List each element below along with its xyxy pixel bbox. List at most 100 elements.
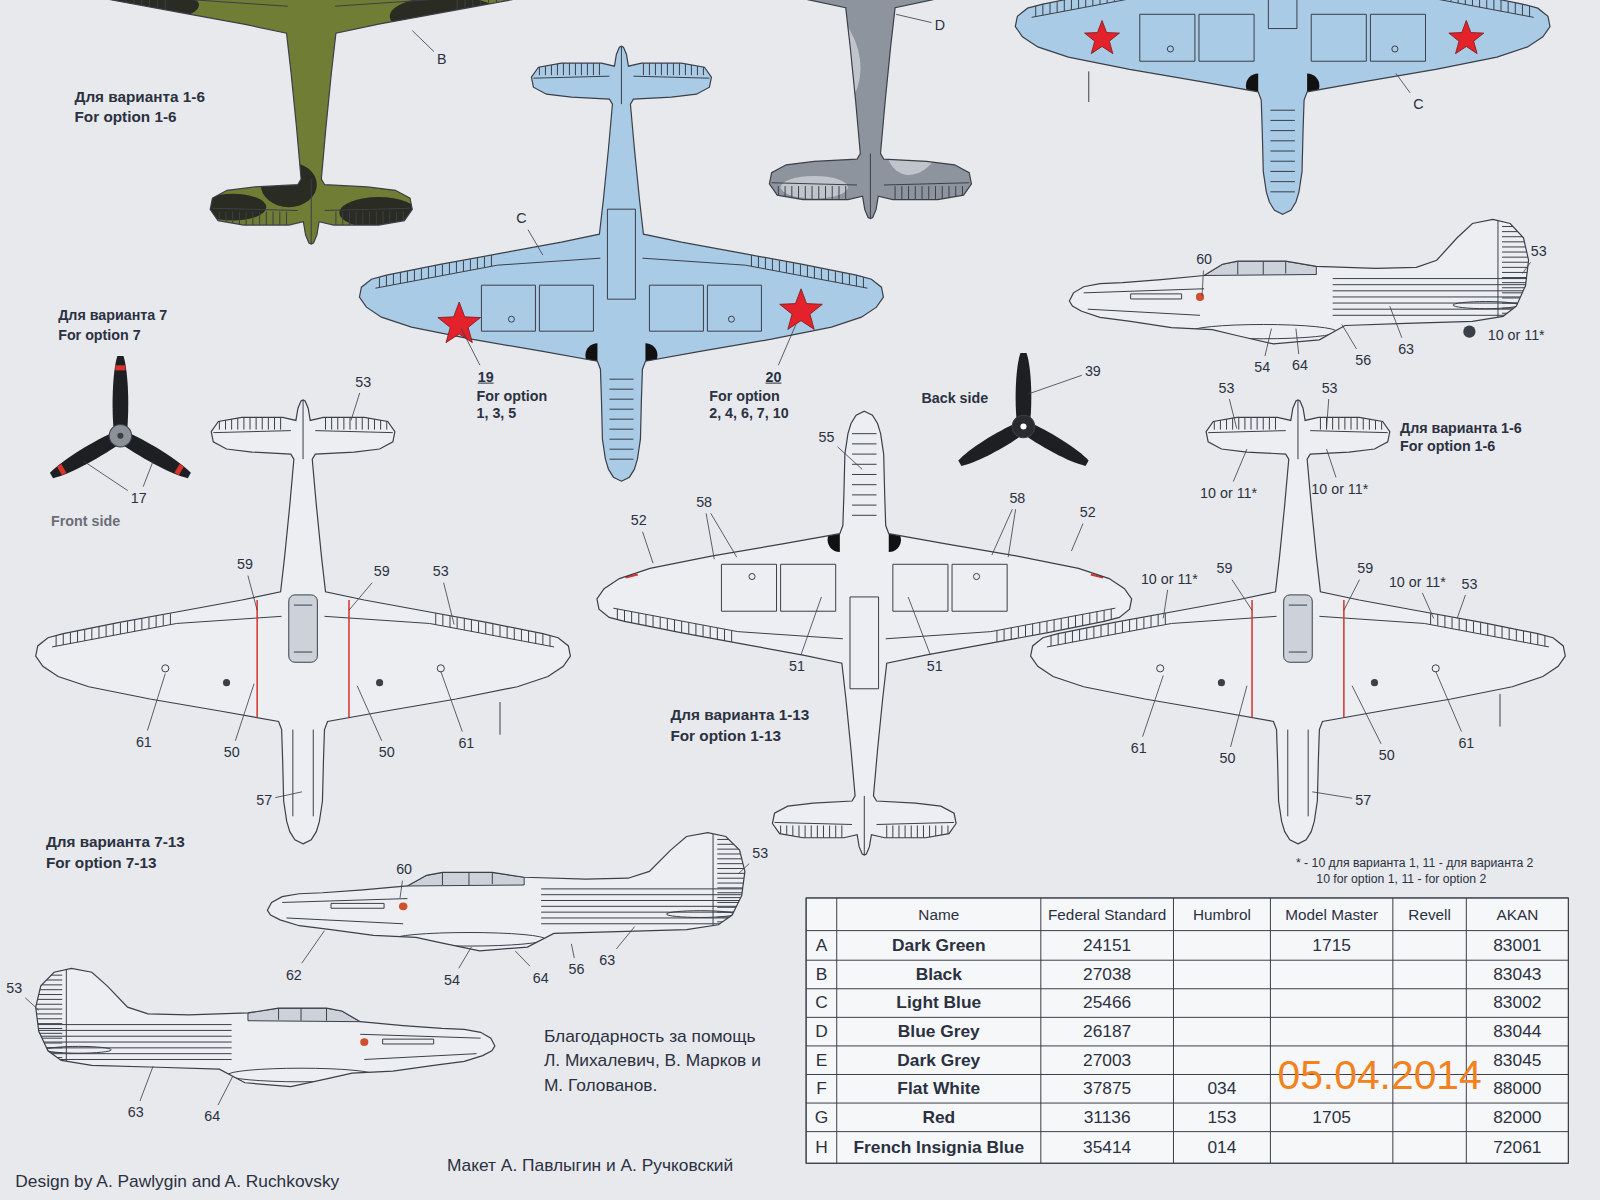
option-note: For option (709, 388, 780, 404)
camouflage-top-view (141, 0, 142, 5)
top-view-outline (1424, 623, 1548, 646)
leader-lines (1344, 580, 1360, 611)
light-blue-underside-view (1064, 0, 1065, 11)
light-blue-underside-view (758, 256, 759, 267)
colour-table-grid (806, 897, 1568, 898)
underside-view-outline (1096, 612, 1097, 623)
grey-camouflage-top-view (938, 0, 1028, 8)
top-view-outline (1165, 613, 1166, 624)
aircraft-side-view (31, 975, 63, 976)
light-blue-underside-view (1100, 0, 1101, 4)
top-view-outline (471, 620, 472, 631)
top-view-outline (36, 400, 571, 844)
top-view-outline (170, 613, 171, 624)
top-view-outline (1381, 416, 1382, 429)
top-view-outline (1308, 730, 1309, 817)
top-view-outline (141, 619, 142, 630)
light-blue-underside-view (569, 62, 570, 75)
grey-camouflage-top-view (791, 186, 792, 201)
light-blue-underside-view (587, 62, 588, 75)
underside-view-outline (731, 631, 732, 642)
top-view-outline (1369, 416, 1370, 429)
underside-view-outline (613, 608, 737, 631)
light-blue-underside-view (655, 62, 656, 75)
option-note: Для варианта 1-6 (1400, 419, 1522, 435)
underside-view-outline (886, 632, 991, 639)
top-view-outline (303, 400, 304, 459)
leader-lines (571, 944, 574, 958)
callout-number: 53 (752, 845, 768, 861)
leader-lines (400, 881, 402, 898)
decal-number: 20 (766, 368, 782, 384)
aircraft-side-view (541, 906, 747, 907)
table-header: AKAN (1497, 905, 1539, 923)
leader-lines (441, 671, 462, 731)
underside-view-outline (792, 826, 793, 839)
top-view-outline (262, 416, 263, 429)
underside-view-outline (917, 826, 918, 839)
aircraft-side-view (1084, 219, 1534, 338)
light-blue-underside-view (581, 62, 582, 75)
aircraft-side-view (717, 849, 750, 850)
top-view-outline (1214, 416, 1215, 429)
top-view-outline (542, 634, 543, 645)
option-note: 1, 3, 5 (477, 405, 517, 421)
light-blue-underside-view (649, 285, 703, 331)
light-blue-underside-view (607, 209, 635, 299)
table-cell: 88000 (1493, 1079, 1541, 1099)
table-cell: Black (916, 965, 962, 985)
camouflage-top-view (212, 208, 297, 210)
underside-view-outline (841, 826, 842, 839)
aircraft-side-view (34, 1036, 232, 1037)
table-cell: Light Blue (896, 993, 981, 1013)
table-cell: G (815, 1107, 829, 1127)
callout-number: 50 (1220, 750, 1236, 766)
camouflage-top-view (87, 0, 199, 22)
grey-camouflage-top-view (955, 186, 956, 201)
light-blue-underside-view (375, 62, 867, 459)
aircraft-side-view (301, 1008, 302, 1021)
underside-view-outline (1004, 629, 1005, 640)
callout-number: 57 (256, 792, 272, 808)
camouflage-top-view (266, 212, 267, 227)
top-view-outline (514, 628, 515, 639)
leader-lines (1231, 686, 1247, 747)
light-blue-underside-view (539, 285, 593, 331)
camouflage-top-view (219, 212, 220, 227)
leader-lines (25, 998, 38, 1010)
leader-lines (444, 583, 454, 625)
callout-number: 58 (1009, 490, 1025, 506)
grey-camouflage-top-view (962, 186, 963, 201)
top-view-outline (1487, 624, 1488, 635)
pitot-tube (1088, 71, 1089, 102)
red-stripe-marking (257, 600, 1344, 717)
top-view-outline (120, 623, 121, 634)
table-cell: 83043 (1493, 965, 1541, 985)
top-view-outline (521, 630, 522, 641)
table-header: Humbrol (1193, 905, 1251, 923)
camouflage-top-view (335, 0, 451, 6)
aircraft-side-view (717, 883, 750, 884)
light-blue-underside-view (449, 263, 450, 274)
underside-view-outline (738, 632, 843, 639)
light-blue-underside-view (1042, 4, 1043, 15)
aircraft-side-view (286, 918, 403, 924)
light-blue-underside-view (551, 62, 552, 75)
light-blue-underside-view (835, 271, 836, 282)
grey-camouflage-top-view (832, 186, 833, 201)
grey-camouflage-top-view (908, 186, 909, 201)
grey-camouflage-top-view (870, 154, 871, 219)
top-view-outline (1530, 632, 1531, 643)
red-star-insignia (780, 289, 823, 330)
light-blue-underside-view (807, 266, 808, 277)
propeller-back (1020, 423, 1026, 429)
top-view-outline (1452, 617, 1453, 628)
top-view-outline (1115, 623, 1116, 634)
underside-view-outline (835, 826, 836, 839)
leader-lines (140, 1066, 153, 1101)
aircraft-side-view (717, 868, 750, 869)
camouflage-top-view (165, 0, 166, 10)
propeller-front (174, 464, 184, 475)
grey-camouflage-top-view (928, 186, 929, 201)
